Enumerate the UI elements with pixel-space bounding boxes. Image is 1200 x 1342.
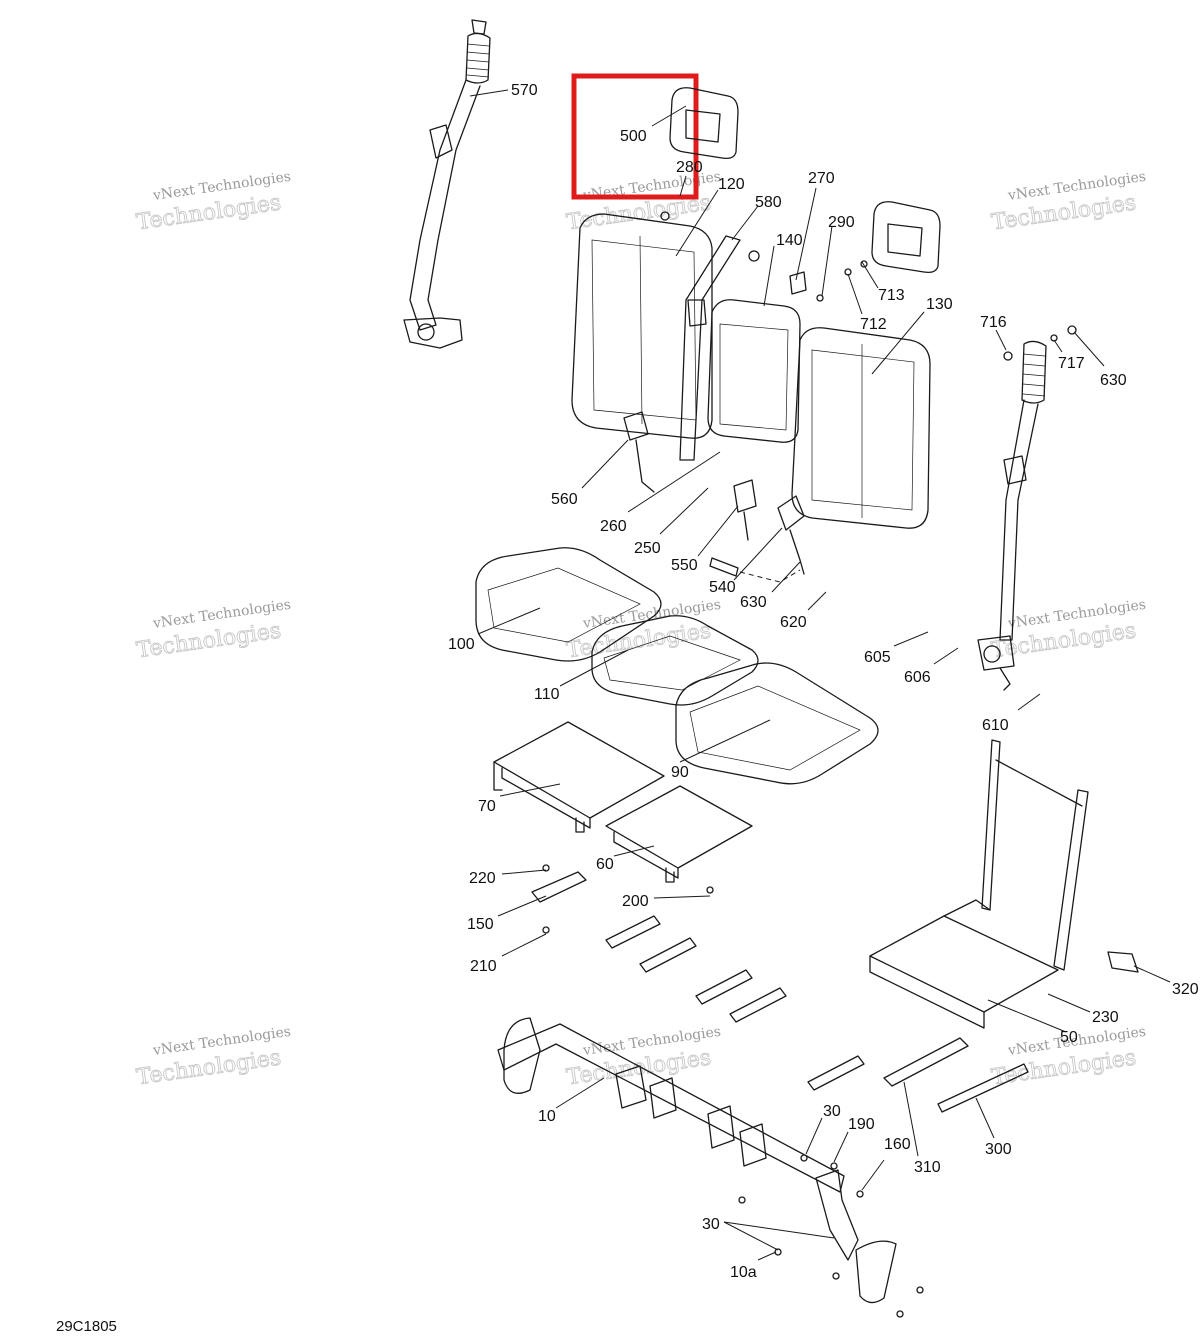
seat-cushion-center	[591, 615, 759, 706]
headrest-right	[871, 201, 941, 274]
headrest-left	[669, 87, 739, 160]
right-seat-belt	[977, 340, 1047, 691]
seat-frame-right	[605, 785, 753, 883]
callout-540: 540	[709, 579, 736, 596]
callout-120: 120	[718, 176, 745, 193]
seat-back-center	[707, 299, 801, 443]
callout-630-top: 630	[1100, 372, 1127, 389]
callout-labels: 570 500 280 120 270 580 140 290 713 712 …	[448, 82, 1199, 1281]
callout-550: 550	[671, 557, 698, 574]
seat-back-right	[791, 327, 931, 529]
callout-712: 712	[860, 316, 887, 333]
diagram-code: 29C1805	[56, 1318, 117, 1335]
callout-260: 260	[600, 518, 627, 535]
callout-200: 200	[622, 893, 649, 910]
callout-70: 70	[478, 798, 496, 815]
callout-250: 250	[634, 540, 661, 557]
callout-140: 140	[776, 232, 803, 249]
watermark-group: vNext Technologies Technologies vNext Te…	[135, 169, 1147, 1091]
callout-60: 60	[596, 856, 614, 873]
callout-713: 713	[878, 287, 905, 304]
callout-150: 150	[467, 916, 494, 933]
seat-cushion-right	[675, 662, 879, 785]
callout-717: 717	[1058, 355, 1085, 372]
callout-620: 620	[780, 614, 807, 631]
callout-160: 160	[884, 1136, 911, 1153]
callout-90: 90	[671, 764, 689, 781]
callout-320: 320	[1172, 981, 1199, 998]
callout-30-upper: 30	[823, 1103, 841, 1120]
callout-580: 580	[755, 194, 782, 211]
callout-290: 290	[828, 214, 855, 231]
callout-610: 610	[982, 717, 1009, 734]
callout-280: 280	[676, 159, 703, 176]
callout-500: 500	[620, 128, 647, 145]
seat-cushion-left	[475, 547, 662, 662]
callout-310: 310	[914, 1159, 941, 1176]
callout-130: 130	[926, 296, 953, 313]
callout-300: 300	[985, 1141, 1012, 1158]
callout-560: 560	[551, 491, 578, 508]
callout-10a: 10a	[730, 1264, 757, 1281]
seat-frame-left	[493, 721, 665, 833]
callout-230: 230	[1092, 1009, 1119, 1026]
callout-30-lower: 30	[702, 1216, 720, 1233]
callout-630-mid: 630	[740, 594, 767, 611]
slide-rails	[883, 951, 1139, 1113]
seat-frame-right-tall	[869, 739, 1089, 1029]
center-belt-strap	[679, 235, 741, 461]
callout-10: 10	[538, 1108, 556, 1125]
callout-606: 606	[904, 669, 931, 686]
left-seat-belt	[403, 19, 491, 349]
callout-716: 716	[980, 314, 1007, 331]
callout-270: 270	[808, 170, 835, 187]
leader-lines	[469, 89, 1171, 1261]
callout-110: 110	[534, 686, 560, 703]
callout-210: 210	[470, 958, 497, 975]
callout-220: 220	[469, 870, 496, 887]
callout-50: 50	[1060, 1029, 1078, 1046]
callout-190: 190	[848, 1116, 875, 1133]
highlight-box	[571, 73, 699, 200]
callout-570: 570	[511, 82, 538, 99]
top-hardware	[660, 211, 1077, 361]
callout-605: 605	[864, 649, 891, 666]
callout-100: 100	[448, 636, 475, 653]
base-frame	[497, 1017, 924, 1318]
seat-slides	[531, 864, 865, 1091]
seat-belt-buckles	[623, 411, 805, 583]
